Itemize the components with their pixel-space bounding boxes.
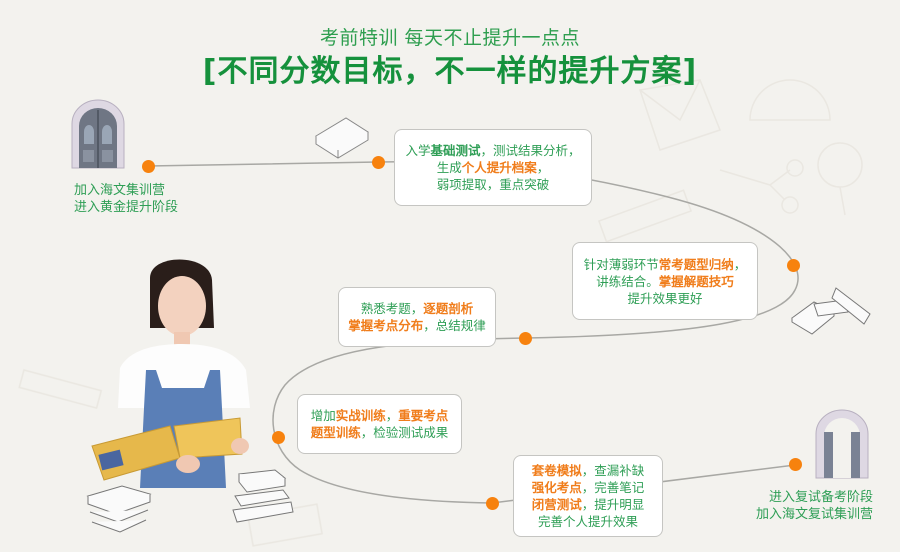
open-gate-icon <box>815 409 869 479</box>
step-card-line: 熟悉考题，逐题剖析 <box>348 300 486 317</box>
path-node <box>372 156 385 169</box>
page-subtitle: 考前特训 每天不止提升一点点 <box>319 27 581 49</box>
step-card-text: 入学基础测试，测试结果分析，生成个人提升档案，弱项提取，重点突破 <box>405 142 580 193</box>
path-node <box>519 332 532 345</box>
body-text: 提升效果更好 <box>627 290 703 306</box>
scattered-books-icon <box>791 287 871 335</box>
highlight-text: 闭营测试 <box>531 497 582 512</box>
step-card-line: 弱项提取，重点突破 <box>405 176 580 193</box>
end-caption: 进入复试备考阶段 加入海文复试集训营 <box>756 489 873 523</box>
body-text: 针对薄弱环节 <box>583 256 659 272</box>
step-card-line: 闭营测试，提升明显 <box>532 496 645 513</box>
step-card-line: 套卷模拟，查漏补缺 <box>532 462 645 479</box>
closed-gate-icon <box>71 99 125 169</box>
start-caption-line: 进入黄金提升阶段 <box>74 200 179 215</box>
background-stationery-icon <box>18 79 863 547</box>
path-node <box>142 160 155 173</box>
body-text: ，总结规律 <box>423 318 486 333</box>
body-text: ，提升明显 <box>581 497 645 512</box>
step-card-line: 增加实战训练，重要考点 <box>311 407 449 424</box>
step-card-line: 掌握考点分布，总结规律 <box>348 317 486 334</box>
highlight-text: 实战训练 <box>335 408 386 423</box>
path-node <box>272 431 285 444</box>
step-card-4: 增加实战训练，重要考点题型训练，检验测试成果 <box>297 394 462 454</box>
body-text: 增加 <box>310 408 336 423</box>
step-card-line: 提升效果更好 <box>584 290 747 307</box>
step-card-3: 熟悉考题，逐题剖析掌握考点分布，总结规律 <box>338 287 496 347</box>
student-reading-book-illustration <box>91 259 250 488</box>
progress-path <box>147 161 799 504</box>
body-text: 生成 <box>436 160 462 175</box>
step-card-line: 讲练结合。掌握解题技巧 <box>584 273 747 290</box>
book-pile-icon <box>86 485 152 533</box>
step-card-line: 强化考点，完善笔记 <box>532 479 645 496</box>
path-node <box>789 458 802 471</box>
step-card-line: 题型训练，检验测试成果 <box>311 424 449 441</box>
body-text: 弱项提取，重点突破 <box>436 177 550 192</box>
body-text: ，检验测试成果 <box>360 425 449 440</box>
highlight-text: 掌握考点分布 <box>348 318 424 333</box>
highlight-text: 掌握解题技巧 <box>658 273 734 289</box>
start-caption: 加入海文集训营 进入黄金提升阶段 <box>74 182 178 216</box>
start-caption-line: 加入海文集训营 <box>74 183 166 198</box>
body-text: ，完善笔记 <box>581 480 645 495</box>
path-node <box>486 497 499 510</box>
step-card-line: 完善个人提升效果 <box>532 513 645 530</box>
highlight-text: 逐题剖析 <box>423 301 474 316</box>
step-card-2: 针对薄弱环节常考题型归纳，讲练结合。掌握解题技巧提升效果更好 <box>572 242 758 320</box>
body-text: 入学 <box>405 143 431 158</box>
step-card-line: 生成个人提升档案， <box>405 159 580 176</box>
body-text: 熟悉考题， <box>360 301 424 316</box>
step-card-text: 套卷模拟，查漏补缺强化考点，完善笔记闭营测试，提升明显完善个人提升效果 <box>532 462 645 530</box>
book-stack-icon <box>315 117 369 159</box>
body-text: ，测试结果分析， <box>480 143 581 158</box>
step-card-text: 针对薄弱环节常考题型归纳，讲练结合。掌握解题技巧提升效果更好 <box>584 256 747 307</box>
step-card-line: 入学基础测试，测试结果分析， <box>405 142 580 159</box>
highlight-text: 套卷模拟 <box>531 463 582 478</box>
highlight-text: 重要考点 <box>398 408 449 423</box>
step-card-1: 入学基础测试，测试结果分析，生成个人提升档案，弱项提取，重点突破 <box>394 129 592 206</box>
body-text: ，查漏补缺 <box>581 463 645 478</box>
body-text: 基础测试 <box>430 143 481 158</box>
step-card-line: 针对薄弱环节常考题型归纳， <box>584 256 747 273</box>
body-text: 讲练结合。 <box>596 273 659 289</box>
highlight-text: 题型训练 <box>310 425 361 440</box>
highlight-text: 个人提升档案 <box>461 160 537 175</box>
page-title: [不同分数目标，不一样的提升方案] <box>202 54 698 89</box>
end-caption-line: 进入复试备考阶段 <box>769 490 874 505</box>
step-card-5: 套卷模拟，查漏补缺强化考点，完善笔记闭营测试，提升明显完善个人提升效果 <box>513 455 663 537</box>
path-node <box>787 259 800 272</box>
step-card-text: 熟悉考题，逐题剖析掌握考点分布，总结规律 <box>348 300 486 334</box>
book-pile-icon <box>232 469 294 523</box>
step-card-text: 增加实战训练，重要考点题型训练，检验测试成果 <box>311 407 449 441</box>
highlight-text: 常考题型归纳 <box>658 256 734 272</box>
body-text: ， <box>536 160 550 175</box>
body-text: ， <box>385 408 399 423</box>
body-text: 完善个人提升效果 <box>537 514 638 529</box>
end-caption-line: 加入海文复试集训营 <box>756 507 874 522</box>
body-text: ， <box>733 256 747 272</box>
highlight-text: 强化考点 <box>531 480 582 495</box>
